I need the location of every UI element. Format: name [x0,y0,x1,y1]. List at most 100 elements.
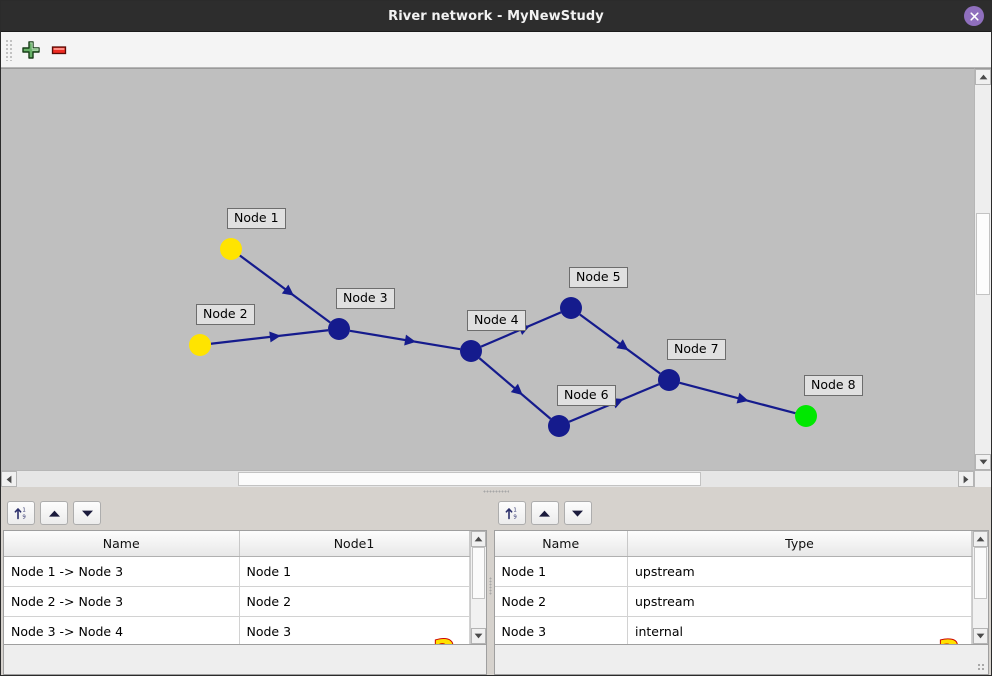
reaches-table-cell[interactable]: Node 1 [239,556,470,587]
network-canvas[interactable]: Node 1 Node 2 Node 3 Node 4 Node 5 Node 6 Node… [1,68,974,470]
reaches-table-header: NameNode1Node2 [4,531,470,557]
nodes-table-cell[interactable]: upstream [627,586,972,617]
graph-node-label-n1[interactable]: Node 1 [227,208,286,229]
edge-arrowhead [281,284,294,296]
nodes-table-cell[interactable]: Node 1 [494,556,628,587]
graph-node-n8[interactable] [795,405,817,427]
edge-arrowhead [404,334,416,346]
canvas-horizontal-scrollbar[interactable] [1,470,991,487]
reaches-vscroll-thumb[interactable] [471,547,485,599]
scroll-down-arrow-icon[interactable] [975,454,991,470]
svg-text:9: 9 [22,514,26,520]
nodes-table-cell[interactable]: upstream [627,556,972,587]
vertical-splitter[interactable] [488,496,492,675]
edge-n3-n4[interactable] [349,329,461,351]
canvas-vscroll-track[interactable] [975,85,991,454]
reaches-toolbar: 1 9 [1,496,489,530]
graph-node-n1[interactable] [220,238,242,260]
svg-text:1: 1 [22,508,25,514]
graph-node-label-n5[interactable]: Node 5 [569,267,628,288]
nodes-table-cell[interactable]: Node 3 [494,616,628,644]
graph-node-label-n8[interactable]: Node 8 [804,375,863,396]
reaches-table-cell[interactable]: Node 2 -> Node 3 [4,586,240,617]
arrow-up-icon[interactable] [530,501,559,525]
canvas-vertical-scrollbar[interactable] [974,68,991,470]
canvas-hscroll-track[interactable] [17,471,958,487]
arrow-down-icon[interactable] [73,501,101,525]
graph-node-n7[interactable] [658,369,680,391]
add-plus-icon[interactable] [17,36,45,64]
nodes-vscroll-track[interactable] [973,547,988,628]
scroll-up-arrow-icon[interactable] [975,69,991,85]
reaches-table-cell[interactable]: Node 3 -> Node 4 [4,616,240,644]
nodes-column-header[interactable]: Type [627,531,972,557]
node-layer [189,238,817,437]
close-icon[interactable] [964,6,984,26]
graph-node-label-n4[interactable]: Node 4 [467,310,526,331]
horizontal-splitter[interactable] [1,487,991,496]
arrow-down-icon[interactable] [563,501,592,525]
network-view: Node 1 Node 2 Node 3 Node 4 Node 5 Node 6 Node… [1,68,991,470]
graph-node-n3[interactable] [328,318,350,340]
reaches-scroll-down-arrow-icon[interactable] [470,628,486,644]
nodes-column-header[interactable]: Name [494,531,628,557]
graph-node-n2[interactable] [189,334,211,356]
reaches-column-header[interactable]: Name [4,531,240,557]
graph-node-label-n6[interactable]: Node 6 [557,385,616,406]
scroll-left-arrow-icon[interactable] [1,471,17,487]
reaches-status-bar [3,645,487,675]
nodes-table-cell[interactable]: Node 2 [494,586,628,617]
sort-icon[interactable]: 1 9 [7,501,35,525]
reaches-table-cell[interactable]: Node 1 -> Node 3 [4,556,240,587]
nodes-scroll-up-arrow-icon[interactable] [973,531,988,547]
graph-node-n4[interactable] [460,340,482,362]
reaches-scroll-up-arrow-icon[interactable] [470,531,486,547]
nodes-toolbar: 1 9 [491,496,991,530]
graph-node-label-n3[interactable]: Node 3 [336,288,395,309]
toolbar-drag-handle[interactable] [5,38,12,61]
window-title: River network - MyNewStudy [388,8,604,24]
canvas-hscroll-thumb[interactable] [238,472,701,486]
nodes-scroll-down-arrow-icon[interactable] [973,628,988,644]
sort-icon[interactable]: 1 9 [497,501,526,525]
nodes-vertical-scrollbar[interactable] [972,531,988,644]
reaches-table-cell[interactable]: Node 2 [239,586,470,617]
nodes-table-cell[interactable]: internal [627,616,972,644]
graph-node-n5[interactable] [560,297,582,319]
main-toolbar [1,32,991,68]
graph-node-label-n7[interactable]: Node 7 [667,339,726,360]
reaches-vertical-scrollbar[interactable] [469,531,486,644]
edge-n7-n8[interactable] [679,381,796,415]
nodes-vscroll-thumb[interactable] [974,547,987,599]
edge-arrowhead [510,383,523,396]
graph-node-label-n2[interactable]: Node 2 [196,304,255,325]
svg-text:1: 1 [513,508,516,514]
reaches-column-header[interactable]: Node1 [239,531,470,557]
edge-n2-n3[interactable] [210,329,329,345]
delete-icon[interactable] [45,36,73,64]
resize-grip[interactable] [977,663,985,671]
reaches-vscroll-track[interactable] [470,547,486,628]
arrow-up-icon[interactable] [40,501,68,525]
scroll-right-arrow-icon[interactable] [958,471,974,487]
canvas-vscroll-thumb[interactable] [976,213,990,295]
edge-n1-n3[interactable] [239,254,331,324]
title-bar: River network - MyNewStudy [1,1,991,32]
reaches-table-cell[interactable]: Node 3 [239,616,470,644]
graph-node-n6[interactable] [548,415,570,437]
